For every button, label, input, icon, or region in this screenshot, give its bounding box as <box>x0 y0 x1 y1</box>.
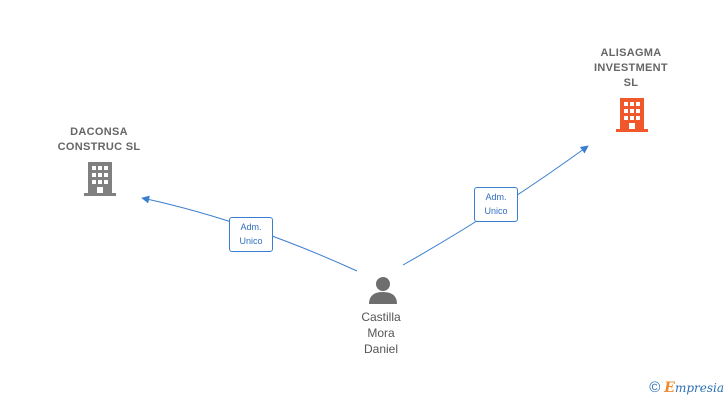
role-badge-alisagma: Adm. Unico <box>474 187 518 222</box>
building-icon[interactable] <box>84 162 116 196</box>
role-badge-daconsa: Adm. Unico <box>229 217 273 252</box>
brand-logo: Empresia <box>664 379 724 396</box>
person-name-castilla[interactable]: Castilla Mora Daniel <box>361 310 401 356</box>
company-name-alisagma[interactable]: ALISAGMA INVESTMENT SL <box>594 47 668 89</box>
building-icon[interactable] <box>616 98 648 132</box>
company-name-daconsa[interactable]: DACONSA CONSTRUC SL <box>57 126 141 153</box>
empresia-watermark: © Empresia <box>649 379 724 396</box>
person-icon[interactable] <box>369 277 397 304</box>
copyright-icon: © <box>649 379 661 396</box>
